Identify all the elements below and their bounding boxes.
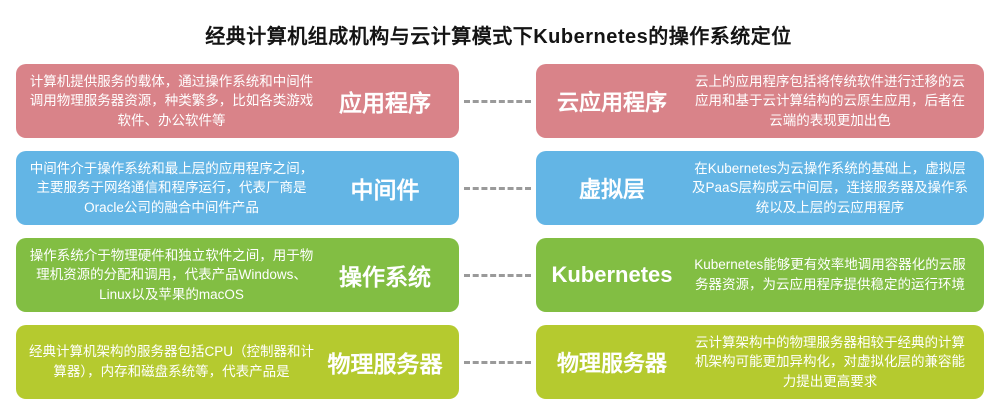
middleware-block: 中间件介于操作系统和最上层的应用程序之间，主要服务于网络通信和程序运行，代表厂商… bbox=[16, 151, 459, 225]
dashed-connector bbox=[464, 186, 531, 190]
diagram-rows: 计算机提供服务的载体，通过操作系统和中间件调用物理服务器资源，种类繁多，比如各类… bbox=[0, 49, 997, 399]
application-layer-row: 计算机提供服务的载体，通过操作系统和中间件调用物理服务器资源，种类繁多，比如各类… bbox=[16, 64, 984, 138]
classic-application-block: 计算机提供服务的载体，通过操作系统和中间件调用物理服务器资源，种类繁多，比如各类… bbox=[16, 64, 459, 138]
dashed-connector bbox=[464, 273, 531, 277]
middleware-label: 中间件 bbox=[350, 177, 420, 203]
kubernetes-block: Kubernetes Kubernetes能够更有效率地调用容器化的云服务器资源… bbox=[536, 238, 984, 312]
classic-application-desc: 计算机提供服务的载体，通过操作系统和中间件调用物理服务器资源，种类繁多，比如各类… bbox=[29, 73, 314, 128]
server-layer-row: 经典计算机架构的服务器包括CPU（控制器和计算器），内存和磁盘系统等，代表产品是… bbox=[16, 325, 984, 399]
cloud-server-desc: 云计算架构中的物理服务器相较于经典的计算机架构可能更加异构化，对虚拟化层的兼容能… bbox=[695, 334, 965, 389]
cloud-application-block: 云应用程序 云上的应用程序包括将传统软件进行迁移的云应用和基于云计算结构的云原生… bbox=[536, 64, 984, 138]
operating-system-block: 操作系统介于物理硬件和独立软件之间，用于物理机资源的分配和调用，代表产品Wind… bbox=[16, 238, 459, 312]
middleware-layer-row: 中间件介于操作系统和最上层的应用程序之间，主要服务于网络通信和程序运行，代表厂商… bbox=[16, 151, 984, 225]
cloud-server-block: 物理服务器 云计算架构中的物理服务器相较于经典的计算机架构可能更加异构化，对虚拟… bbox=[536, 325, 984, 399]
classic-server-desc: 经典计算机架构的服务器包括CPU（控制器和计算器），内存和磁盘系统等，代表产品是 bbox=[28, 344, 314, 379]
virtual-layer-label: 虚拟层 bbox=[578, 177, 645, 202]
os-layer-row: 操作系统介于物理硬件和独立软件之间，用于物理机资源的分配和调用，代表产品Wind… bbox=[16, 238, 984, 312]
dashed-connector bbox=[464, 99, 531, 103]
operating-system-desc: 操作系统介于物理硬件和独立软件之间，用于物理机资源的分配和调用，代表产品Wind… bbox=[29, 247, 314, 302]
page-title: 经典计算机组成机构与云计算模式下Kubernetes的操作系统定位 bbox=[205, 26, 792, 48]
classic-server-block: 经典计算机架构的服务器包括CPU（控制器和计算器），内存和磁盘系统等，代表产品是… bbox=[16, 325, 459, 399]
kubernetes-label: Kubernetes bbox=[551, 262, 673, 287]
operating-system-label: 操作系统 bbox=[339, 264, 431, 290]
kubernetes-desc: Kubernetes能够更有效率地调用容器化的云服务器资源，为云应用程序提供稳定… bbox=[694, 257, 966, 292]
virtual-layer-desc: 在Kubernetes为云操作系统的基础上，虚拟层及PaaS层构成云中间层，连接… bbox=[691, 160, 969, 215]
dashed-connector bbox=[464, 360, 531, 364]
cloud-application-desc: 云上的应用程序包括将传统软件进行迁移的云应用和基于云计算结构的云原生应用，后者在… bbox=[695, 73, 965, 128]
middleware-desc: 中间件介于操作系统和最上层的应用程序之间，主要服务于网络通信和程序运行，代表厂商… bbox=[29, 160, 314, 215]
virtual-layer-block: 虚拟层 在Kubernetes为云操作系统的基础上，虚拟层及PaaS层构成云中间… bbox=[536, 151, 984, 225]
classic-server-label: 物理服务器 bbox=[327, 351, 443, 377]
cloud-server-label: 物理服务器 bbox=[556, 351, 667, 376]
classic-application-label: 应用程序 bbox=[339, 90, 431, 116]
cloud-application-label: 云应用程序 bbox=[556, 90, 667, 115]
